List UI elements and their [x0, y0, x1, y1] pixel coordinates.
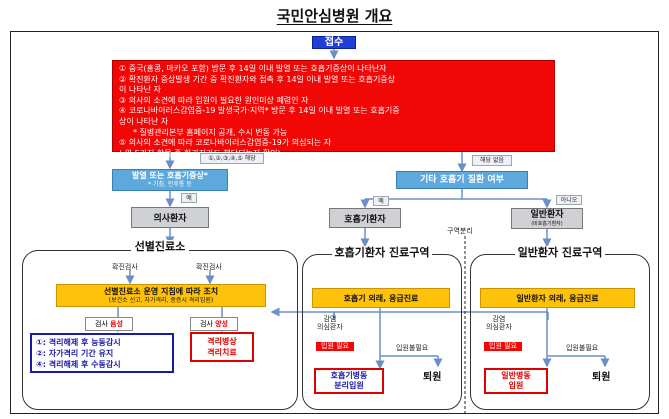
page-title: 국민안심병원 개요: [276, 7, 393, 25]
respiratory-discharge: 퇴원: [423, 372, 442, 383]
respiratory-need-admission: 입원 필요: [316, 342, 354, 351]
respiratory-ward-line: 호흡기병동: [330, 371, 368, 380]
positive-prefix: 검사: [200, 320, 216, 328]
general-care-box: 일반환자 외래, 응급진료: [480, 288, 635, 308]
label-confirm-right: 확진검사: [196, 263, 222, 271]
negative-action-item: ④: 격리해제 후 수동감시: [36, 360, 121, 369]
general-infection-label: 감염 의심환자: [486, 315, 512, 331]
selection-clinic-title-text: 선별진료소: [130, 240, 190, 253]
general-need-admission: 입원 필요: [484, 342, 522, 351]
negative-action-item: ①: 격리해제 후 능동감시: [36, 338, 121, 347]
label-applicable: ①,②,③,④,⑤ 해당: [200, 153, 264, 164]
general-patient-box: 일반환자 (비호흡기환자): [511, 208, 583, 229]
label-not-applicable: 해당 없음: [472, 155, 512, 166]
respiratory-zone-title-text: 호흡기환자 진료구역: [331, 246, 433, 259]
negative-label: 검사 음성: [85, 317, 133, 331]
label-no: 아니오: [556, 195, 582, 205]
criteria-note: * 질병관리본부 홈페이지 공개, 수시 변동 가능: [133, 127, 288, 137]
infection-label-line: 의심환자: [486, 323, 512, 331]
general-ward-line: 일반병동: [501, 371, 531, 380]
infection-label-line: 감염: [492, 315, 506, 323]
criteria-line: 상이 나타난 자: [119, 116, 169, 126]
criteria-box: ① 중국(홍콩, 마카오 포함) 방문 후 14일 이내 발열 또는 호흡기증상…: [112, 60, 555, 158]
general-ward-line: 입원: [508, 381, 524, 390]
respiratory-infection-label: 감염 의심환자: [317, 315, 343, 331]
fever-box: 발열 또는 호흡기증상* * 기침, 인후통 등: [112, 169, 228, 191]
fever-note: * 기침, 인후통 등: [148, 181, 192, 188]
criteria-line: ① 중국(홍콩, 마카오 포함) 방문 후 14일 이내 발열 또는 호흡기증상…: [119, 64, 387, 73]
positive-action-line: 격리치료: [207, 348, 237, 357]
general-zone-title: 일반환자 진료구역: [470, 244, 650, 260]
selection-clinic-zone: [22, 250, 298, 410]
negative-actions-box: ①: 격리해제 후 능동감시 ②: 자가격리 기간 유지 ④: 격리해제 후 수…: [30, 333, 174, 373]
positive-action-line: 격리병상: [207, 337, 237, 346]
suspected-patient-box: 의사환자: [131, 207, 209, 228]
respiratory-care-box: 호흡기 외래, 응급진료: [312, 288, 450, 308]
general-ward-box: 일반병동 입원: [484, 368, 548, 394]
criteria-line: ② 확진환자 증상발생 기간 중 확진환자와 접촉 후 14일 이내 발열 또는…: [119, 74, 396, 84]
label-confirm-left: 확진검사: [112, 263, 138, 271]
positive-action-box: 격리병상 격리치료: [190, 332, 254, 362]
criteria-line: ③ 의사의 소견에 따라 입원이 필요한 원인미상 폐렴인 자: [119, 95, 309, 105]
infection-label-line: 감염: [323, 315, 337, 323]
respiratory-no-admission: 입원불필요: [396, 344, 429, 352]
criteria-line: 이 나타난 자: [119, 85, 161, 95]
zone-separation-label: 구역분리: [447, 227, 473, 235]
infection-label-line: 의심환자: [317, 323, 343, 331]
general-patient-note: (비호흡기환자): [531, 221, 563, 227]
negative-word: 음성: [110, 320, 123, 328]
clinic-measure-note: (보건소 신고, 자가격리, 중증시 격리입원): [108, 297, 214, 304]
selection-clinic-title: 선별진료소: [22, 238, 298, 254]
reception-box: 접수: [312, 36, 356, 49]
positive-word: 양성: [215, 320, 228, 328]
general-zone-title-text: 일반환자 진료구역: [514, 246, 606, 259]
negative-prefix: 검사: [95, 320, 111, 328]
positive-label: 검사 양성: [190, 317, 238, 331]
general-no-admission: 입원불필요: [566, 344, 599, 352]
criteria-line: ( 위 5가지 항목 중 한가지라도 해당되는지 확인): [119, 148, 281, 158]
criteria-line: ④ 코로나바이러스감염증-19 발생국가·지역* 방문 후 14일 이내 발열 …: [119, 106, 400, 116]
other-respiratory-box: 기타 호흡기 질환 여부: [396, 171, 528, 189]
negative-action-item: ②: 자가격리 기간 유지: [36, 349, 114, 358]
general-patient-label: 일반환자: [530, 210, 564, 220]
clinic-measure-box: 선별진료소 운영 지침에 따라 조치 (보건소 신고, 자가격리, 중증시 격리…: [56, 284, 266, 307]
clinic-measure-line: 선별진료소 운영 지침에 따라 조치: [103, 287, 219, 296]
criteria-line: ⑤ 의사의 소견에 따라 코로나바이러스감염증-19가 의심되는 자: [119, 138, 332, 148]
respiratory-ward-line: 분리입원: [334, 381, 364, 390]
diagram-frame: [10, 31, 659, 414]
label-yes-right: 예: [373, 196, 389, 206]
respiratory-ward-box: 호흡기병동 분리입원: [314, 368, 384, 394]
respiratory-zone-title: 호흡기환자 진료구역: [302, 244, 462, 260]
respiratory-patient-box: 호흡기환자: [329, 208, 401, 228]
general-discharge: 퇴원: [592, 372, 611, 383]
fever-line: 발열 또는 호흡기증상*: [132, 171, 208, 180]
label-yes-left: 예: [181, 193, 197, 203]
